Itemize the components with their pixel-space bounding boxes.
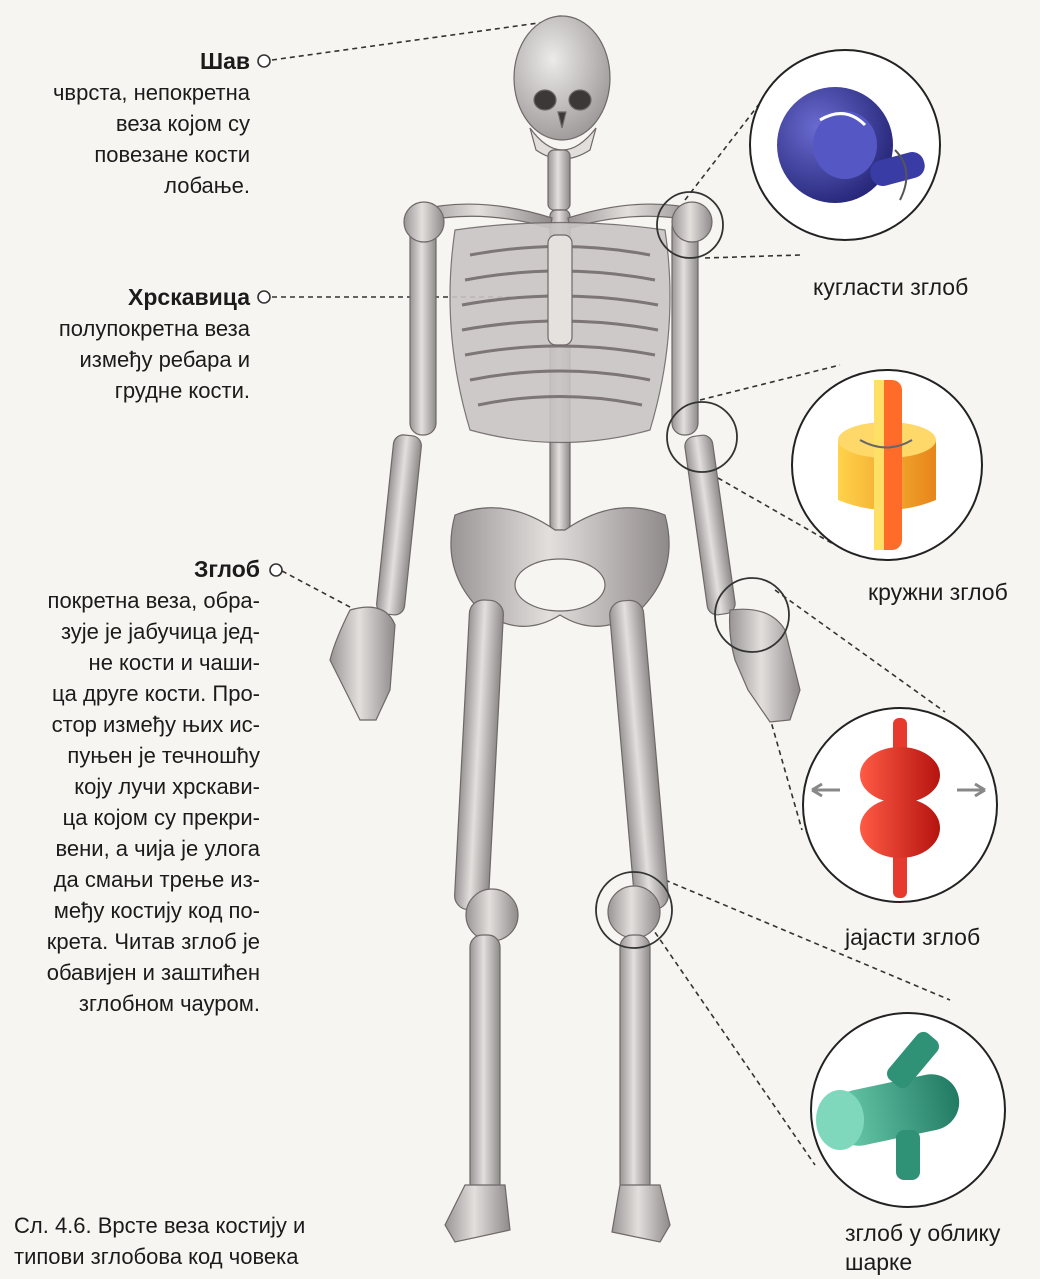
- hinge-joint-label-line2: шарке: [845, 1247, 912, 1277]
- cartilage-label: Хрскавица полупокретна веза између ребар…: [10, 282, 250, 406]
- ball-joint-illustration: [750, 50, 940, 240]
- cartilage-title: Хрскавица: [10, 282, 250, 313]
- suture-description: чврста, непокретна веза којом су повезан…: [10, 77, 250, 201]
- pelvic-inlet: [515, 559, 605, 611]
- skeleton: [330, 16, 800, 1242]
- cervical-spine: [548, 150, 570, 210]
- cartilage-bullet: [258, 291, 270, 303]
- forearm-left: [376, 434, 423, 616]
- femur-left: [454, 599, 504, 910]
- humerus-left: [410, 215, 436, 435]
- suture-bullet: [258, 55, 270, 67]
- suture-label: Шав чврста, непокретна веза којом су пов…: [10, 46, 250, 201]
- eye-socket-left: [534, 90, 556, 110]
- suture-title: Шав: [10, 46, 250, 77]
- ellipsoid-leader-top: [775, 590, 945, 712]
- joint-description: покретна веза, обра- зује је јабучица је…: [4, 585, 260, 1019]
- ellipsoid-joint-label: јајасти зглоб: [845, 922, 980, 952]
- femur-right: [609, 599, 670, 911]
- hand-left: [330, 607, 395, 720]
- shoulder-left: [404, 202, 444, 242]
- foot-right: [612, 1185, 670, 1242]
- forearm-right: [684, 434, 737, 616]
- ellipsoid-joint-illustration: [803, 708, 997, 902]
- joint-title: Зглоб: [4, 554, 260, 585]
- pivot-leader-top: [700, 365, 840, 400]
- eye-socket-right: [569, 90, 591, 110]
- ball-leader-bot: [705, 255, 800, 258]
- joint-bullet: [270, 564, 282, 576]
- hinge-leader-bot: [650, 925, 815, 1165]
- joint-leader: [282, 571, 365, 615]
- tibia-right: [620, 935, 650, 1195]
- hinge-joint-label-line1: зглоб у облику: [845, 1218, 1000, 1248]
- suture-leader: [272, 20, 560, 60]
- sternum: [548, 235, 572, 345]
- shoulder-right: [672, 202, 712, 242]
- hand-right: [730, 609, 800, 722]
- knee-right: [608, 886, 660, 938]
- hinge-joint-illustration: [811, 1013, 1005, 1207]
- ball-joint-label: кугласти зглоб: [813, 272, 968, 302]
- pivot-joint-illustration: [792, 370, 982, 560]
- cartilage-description: полупокретна веза између ребара и грудне…: [10, 313, 250, 406]
- joint-label: Зглоб покретна веза, обра- зује је јабуч…: [4, 554, 260, 1019]
- figure-caption: Сл. 4.6. Врсте веза костију и типови згл…: [14, 1210, 305, 1272]
- tibia-left: [470, 935, 500, 1195]
- pivot-joint-label: кружни зглоб: [868, 577, 1008, 607]
- knee-left: [466, 889, 518, 941]
- foot-left: [445, 1185, 510, 1242]
